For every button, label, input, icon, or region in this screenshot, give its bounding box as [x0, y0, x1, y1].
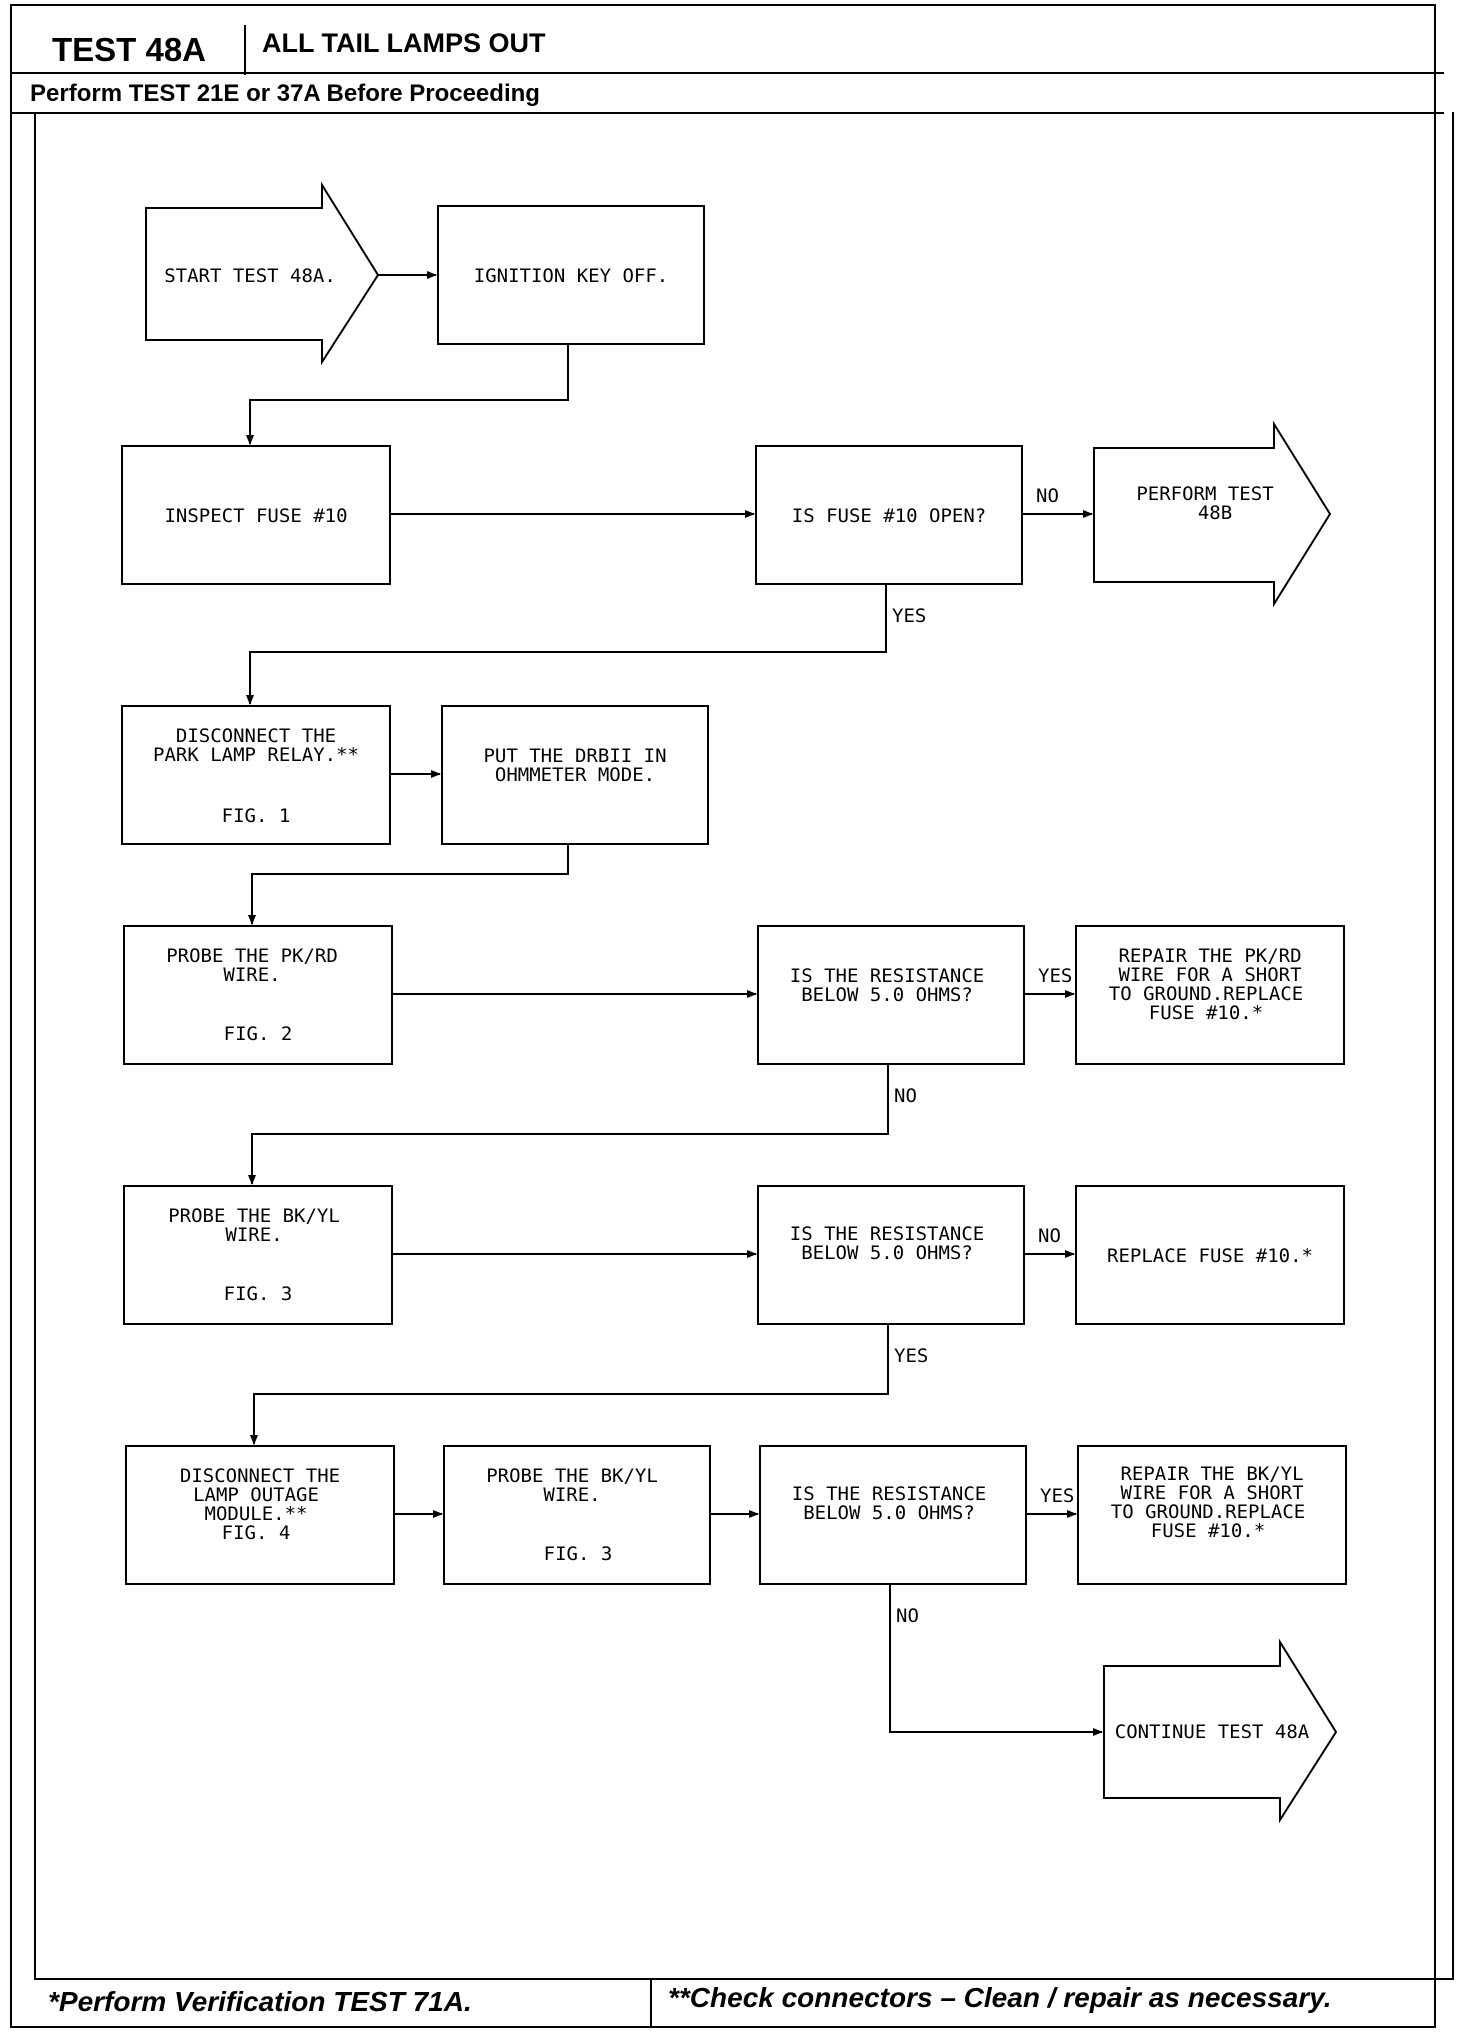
inspect-fuse-box	[121, 445, 391, 585]
replace-fuse-box	[1075, 1185, 1345, 1325]
label-res3-yes: YES	[1040, 1485, 1074, 1507]
footer-divider	[34, 1978, 1454, 1980]
replace-fuse-text: REPLACE FUSE #10.*	[1107, 1245, 1313, 1267]
repair-bkyl-box	[1077, 1445, 1347, 1585]
edge-ignition-inspect	[246, 344, 569, 445]
disconnect-module-box	[125, 1445, 395, 1585]
flowchart-frame	[34, 112, 1454, 1978]
probe-pkrd-box	[123, 925, 393, 1065]
ignition-text: IGNITION KEY OFF.	[474, 265, 668, 287]
label-res3-no: NO	[896, 1605, 919, 1627]
label-res2-no: NO	[1038, 1225, 1061, 1247]
edge-fuseopen-disconnect	[246, 584, 887, 705]
repair-pkrd-box	[1075, 925, 1345, 1065]
footer-column-divider	[650, 1978, 652, 2028]
continue-arrow-shape	[1103, 1638, 1338, 1824]
fuse-open-box	[755, 445, 1023, 585]
probe-bkyl-1-box	[123, 1185, 393, 1325]
label-fuse-no: NO	[1036, 485, 1059, 507]
edge-resistance1-probe2	[248, 1064, 889, 1185]
edge-resistance3-continue	[889, 1584, 1103, 1736]
fuse-open-text: IS FUSE #10 OPEN?	[792, 505, 986, 527]
ohmmeter-box	[441, 705, 709, 845]
ignition-box	[437, 205, 705, 345]
continue-text: CONTINUE TEST 48A	[1115, 1721, 1310, 1743]
label-res1-yes: YES	[1038, 965, 1072, 987]
header-divider-bottom	[12, 112, 1444, 114]
start-text: START TEST 48A.	[164, 265, 336, 287]
connector-note: **Check connectors – Clean / repair as n…	[668, 1982, 1332, 2013]
test-title: ALL TAIL LAMPS OUT	[262, 28, 546, 58]
probe-bkyl-2-box	[443, 1445, 711, 1585]
prerequisite-note: Perform TEST 21E or 37A Before Proceedin…	[30, 80, 540, 107]
verification-note: *Perform Verification TEST 71A.	[48, 1986, 472, 2017]
resistance-2-box	[757, 1185, 1025, 1325]
label-fuse-yes: YES	[892, 605, 926, 627]
start-arrow-shape	[145, 181, 380, 366]
test-48b-arrow-shape	[1093, 420, 1332, 608]
page-border	[10, 4, 1436, 2028]
edge-ohmmeter-probe	[248, 844, 569, 925]
test-id: TEST 48A	[14, 25, 246, 75]
resistance-3-box	[759, 1445, 1027, 1585]
header-divider	[12, 72, 1444, 74]
inspect-fuse-text: INSPECT FUSE #10	[164, 505, 347, 527]
disconnect-relay-box	[121, 705, 391, 845]
label-res2-yes: YES	[894, 1345, 928, 1367]
edge-resistance2-module	[250, 1324, 889, 1445]
label-res1-no: NO	[894, 1085, 917, 1107]
